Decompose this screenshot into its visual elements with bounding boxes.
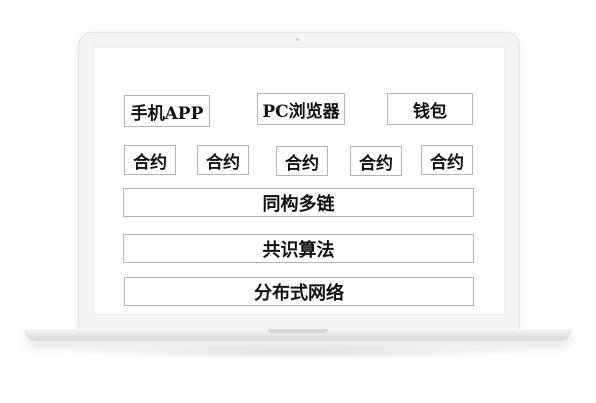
laptop-screen [93, 47, 505, 315]
laptop-notch [268, 329, 328, 333]
contract-box: 合约 [421, 145, 473, 175]
mobile-app-box: 手机APP [124, 95, 210, 127]
contract-box: 合约 [197, 145, 249, 175]
contract-box: 合约 [124, 145, 176, 175]
laptop-base [24, 329, 572, 341]
pc-browser-box: PC浏览器 [257, 93, 345, 125]
consensus-algorithm-layer: 共识算法 [123, 234, 474, 263]
wallet-box: 钱包 [387, 93, 473, 125]
laptop-shadow [60, 344, 536, 360]
contract-box: 合约 [276, 146, 328, 176]
contract-box: 合约 [350, 146, 402, 176]
camera-icon [296, 38, 299, 41]
distributed-network-layer: 分布式网络 [124, 277, 474, 306]
homogeneous-multichain-layer: 同构多链 [123, 188, 474, 217]
